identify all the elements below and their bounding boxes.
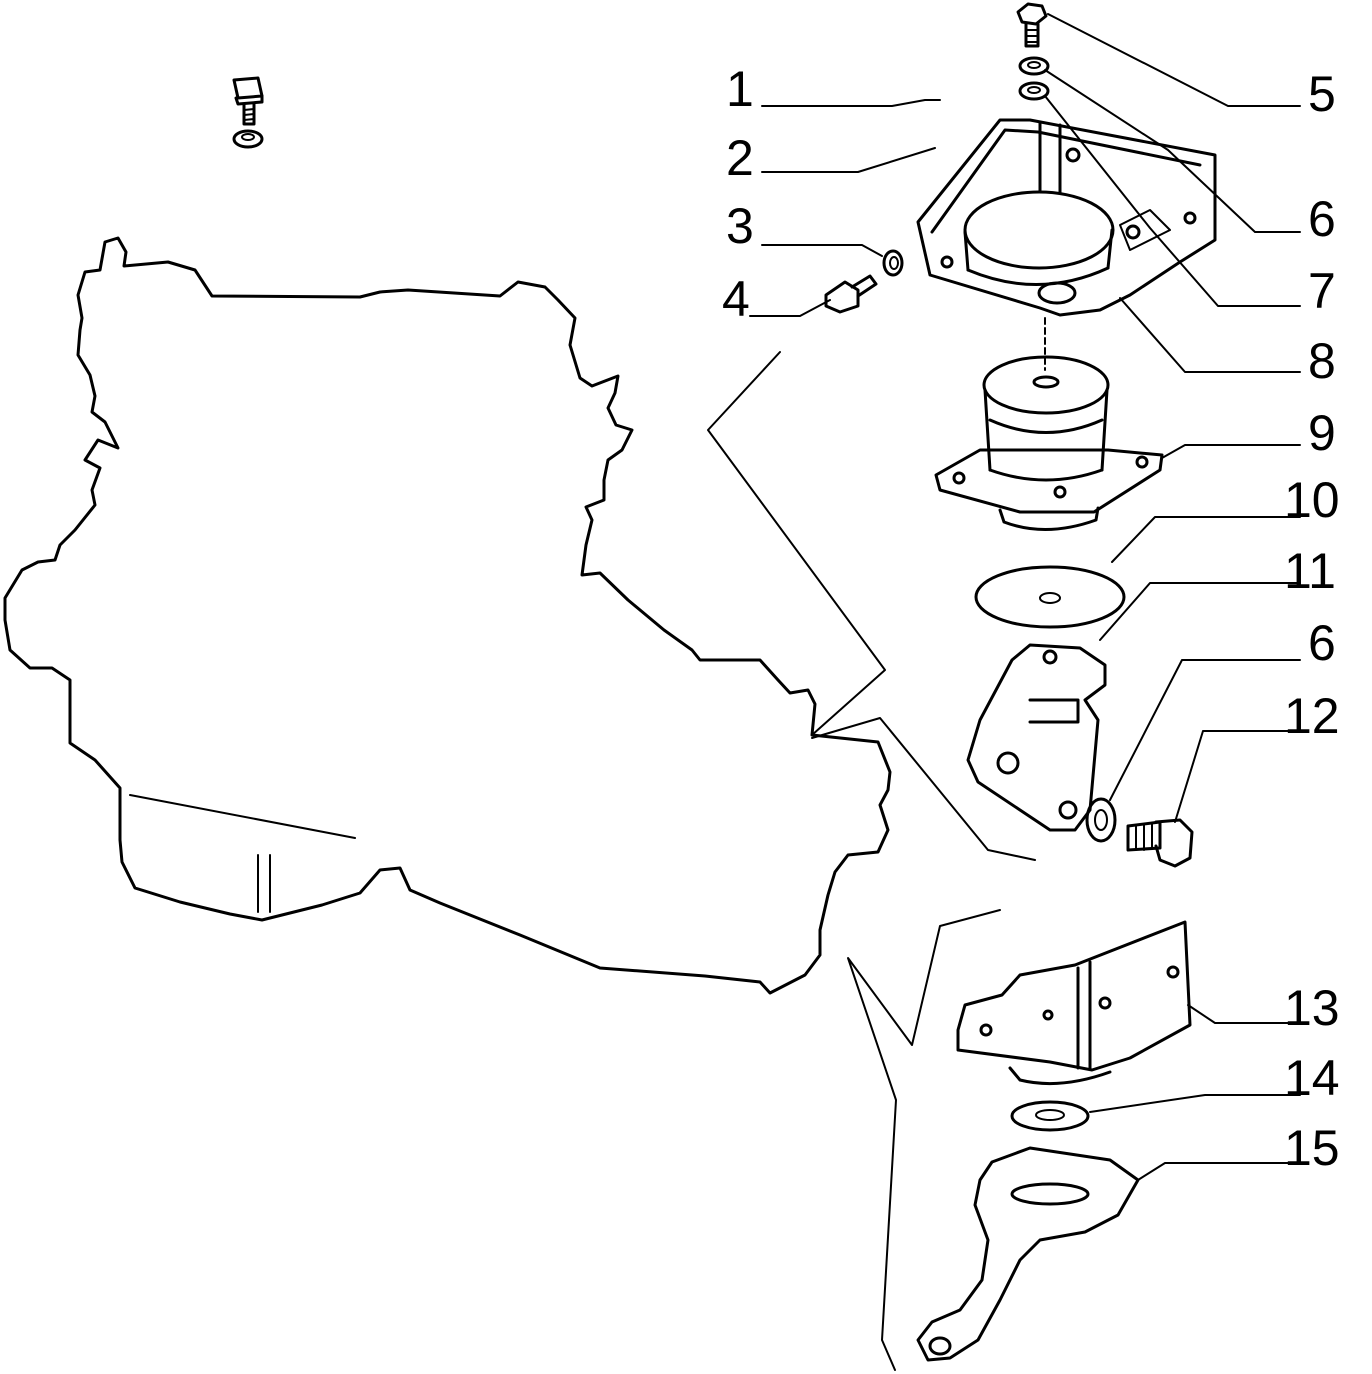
callout-9: 9 [1308, 405, 1336, 461]
callout-leaders [749, 13, 1301, 1181]
callout-1: 1 [726, 61, 754, 117]
callout-6-lower: 6 [1308, 615, 1336, 671]
callout-7: 7 [1308, 263, 1336, 319]
bolt-12 [1126, 818, 1194, 868]
washer-6-top [1018, 56, 1050, 76]
callout-12: 12 [1284, 688, 1340, 744]
washer-3 [882, 249, 904, 277]
washer-6-lower [1085, 797, 1117, 843]
engine-outline [3, 236, 892, 995]
bolt-5 [1016, 2, 1048, 48]
engine-leader-lines [811, 717, 1036, 1371]
bolt-1 [232, 76, 264, 126]
callout-labels: 1 2 3 4 5 6 7 8 9 10 11 6 12 13 14 15 [722, 61, 1340, 1176]
callout-3: 3 [726, 198, 754, 254]
callout-8: 8 [1308, 333, 1336, 389]
washer-7 [1018, 81, 1050, 101]
callout-11: 11 [1284, 543, 1336, 599]
bracket-13 [956, 920, 1192, 1086]
callout-13: 13 [1284, 980, 1340, 1036]
callout-4: 4 [722, 271, 750, 327]
callout-2: 2 [726, 130, 754, 186]
callout-10: 10 [1284, 472, 1340, 528]
callout-14: 14 [1284, 1050, 1340, 1106]
bracket-15 [916, 1146, 1140, 1362]
washer-2 [232, 129, 264, 149]
washer-14 [1010, 1100, 1090, 1132]
disc-10 [974, 565, 1126, 629]
lower-bracket-11 [966, 643, 1107, 832]
callout-6-top: 6 [1308, 191, 1336, 247]
upper-bracket-8 [916, 118, 1217, 317]
rubber-mount-9 [934, 355, 1164, 531]
callout-15: 15 [1284, 1120, 1340, 1176]
callout-5: 5 [1308, 66, 1336, 122]
bolt-4 [824, 274, 878, 314]
